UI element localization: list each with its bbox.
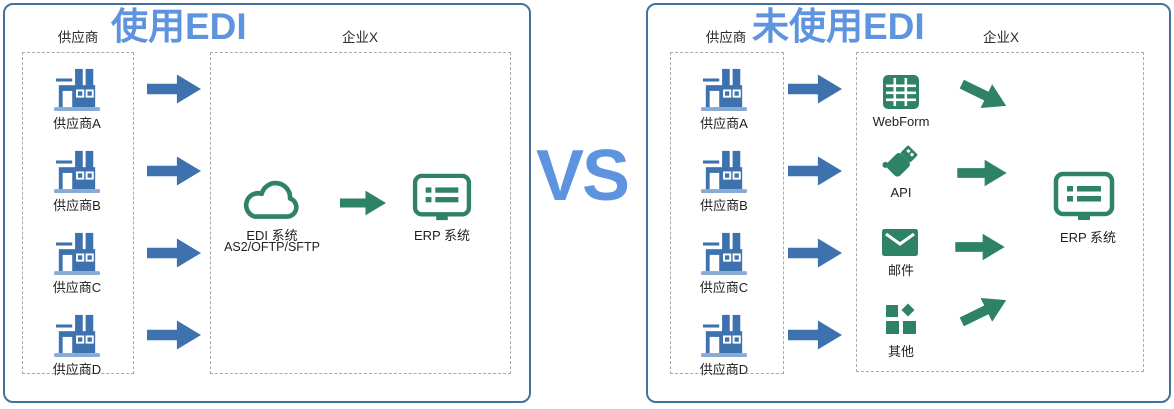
right-arrow-icon: [788, 72, 842, 106]
edi-protocols-label: AS2/OFTP/SFTP: [224, 240, 320, 254]
right-arrow-icon: [332, 189, 394, 217]
right-arrow-icon: [147, 236, 201, 270]
panel-with-edi: 使用EDI 供应商 企业X 供应商A 供应商B 供应商C 供应商D EDI 系统…: [3, 3, 531, 403]
factory-icon: [700, 313, 748, 357]
enterprise-group-label: 企业X: [982, 30, 1020, 45]
supplier-label: 供应商C: [699, 280, 749, 295]
supplier-group-box: [22, 52, 134, 374]
factory-icon: [53, 149, 101, 193]
enterprise-group-box: [856, 52, 1144, 372]
right-arrow-icon: [147, 72, 201, 106]
right-arrow-icon: [788, 318, 842, 352]
right-arrow-icon: [949, 232, 1011, 262]
enterprise-group-box: [210, 52, 511, 374]
right-arrow-icon: [147, 318, 201, 352]
supplier-label: 供应商C: [52, 280, 102, 295]
channel-label: API: [890, 185, 912, 200]
channel-label: 其他: [887, 344, 915, 359]
monitor-icon: [412, 173, 472, 223]
factory-icon: [53, 313, 101, 357]
supplier-label: 供应商A: [53, 116, 101, 131]
panel-title-with-edi: 使用EDI: [111, 6, 247, 47]
channel-label: WebForm: [872, 114, 930, 129]
envelope-icon: [881, 228, 919, 257]
right-arrow-icon: [951, 158, 1013, 188]
supplier-group-label: 供应商: [57, 30, 99, 45]
cloud-icon: [239, 174, 305, 224]
right-arrow-icon: [788, 236, 842, 270]
vs-label: VS: [536, 136, 630, 216]
erp-system-label: ERP 系统: [413, 228, 471, 243]
supplier-group-label: 供应商: [705, 30, 747, 45]
panel-without-edi: 未使用EDI 供应商 企业X 供应商A 供应商B 供应商C 供应商D WebFo…: [646, 3, 1171, 403]
supplier-label: 供应商D: [52, 362, 102, 377]
shapes-icon: [884, 302, 918, 336]
monitor-icon: [1053, 171, 1115, 223]
right-arrow-icon: [147, 154, 201, 188]
channel-label: 邮件: [887, 263, 915, 278]
supplier-group-box: [670, 52, 784, 374]
enterprise-group-label: 企业X: [341, 30, 379, 45]
factory-icon: [700, 149, 748, 193]
panel-title-without-edi: 未使用EDI: [752, 6, 925, 47]
erp-system-label: ERP 系统: [1059, 230, 1117, 245]
supplier-label: 供应商B: [700, 198, 748, 213]
factory-icon: [53, 231, 101, 275]
factory-icon: [700, 67, 748, 111]
supplier-label: 供应商D: [699, 362, 749, 377]
webform-table-icon: [882, 74, 920, 110]
factory-icon: [53, 67, 101, 111]
edi-system-label: EDI 系统: [246, 228, 298, 243]
factory-icon: [700, 231, 748, 275]
supplier-label: 供应商A: [700, 116, 748, 131]
supplier-label: 供应商B: [53, 198, 101, 213]
right-arrow-icon: [788, 154, 842, 188]
